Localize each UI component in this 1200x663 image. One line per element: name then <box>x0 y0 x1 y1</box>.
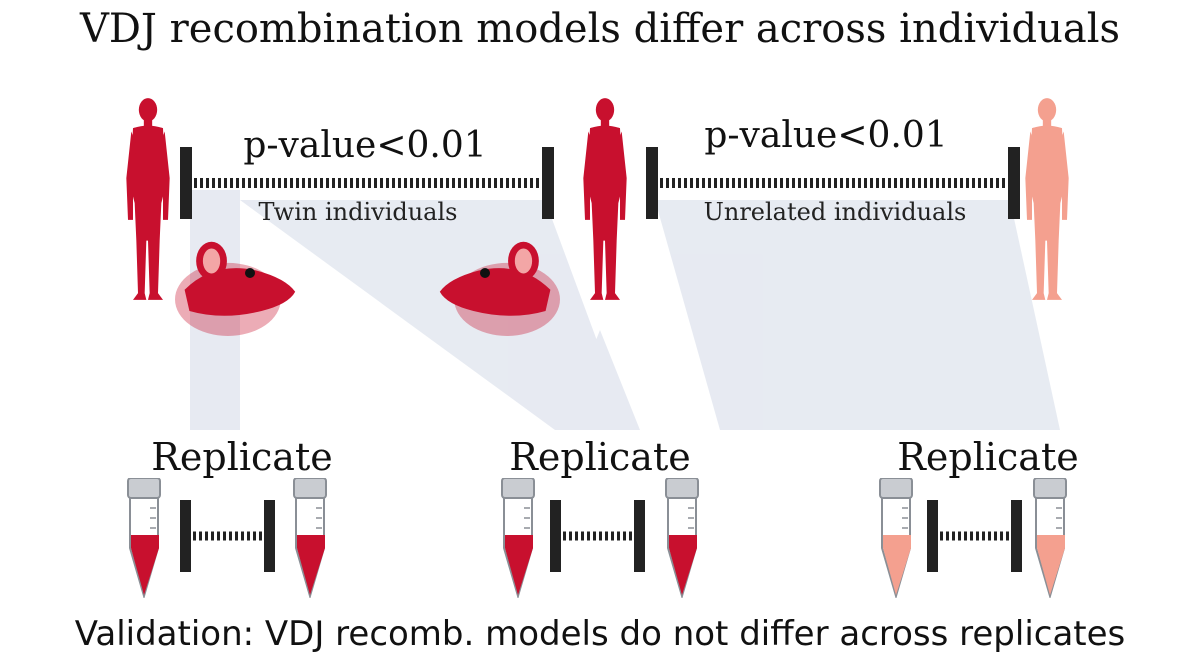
bar-end-left <box>927 500 938 572</box>
p-value-label-twin: p-value<0.01 <box>243 125 486 166</box>
projection-cone-2 <box>240 200 630 430</box>
tube-1b <box>293 478 327 597</box>
bar-end-right <box>1008 147 1020 219</box>
mouse-eye-right <box>480 268 490 278</box>
replicate-group-2 <box>501 478 699 597</box>
mouse-head-right <box>439 241 560 336</box>
validation-footer: Validation: VDJ recomb. models do not di… <box>75 614 1126 654</box>
mouse-eye-left <box>245 268 255 278</box>
comparison-bar-unrelated <box>646 147 1020 219</box>
bar-end-right <box>542 147 554 219</box>
bar-end-left <box>180 147 192 219</box>
group-label-twin: Twin individuals <box>259 198 458 226</box>
replicate-label-2: Replicate <box>509 435 690 479</box>
bar-end-left <box>180 500 191 572</box>
projection-shading <box>190 190 1060 430</box>
replicate-label-1: Replicate <box>151 435 332 479</box>
tube-3b <box>1033 478 1067 597</box>
human-figure-right <box>1025 98 1069 300</box>
bar-end-left <box>646 147 658 219</box>
bar-end-right <box>264 500 275 572</box>
group-label-unrelated: Unrelated individuals <box>704 198 967 226</box>
diagram-title: VDJ recombination models differ across i… <box>79 6 1120 52</box>
bar-end-left <box>550 500 561 572</box>
tube-3a <box>879 478 913 597</box>
bar-end-right <box>1011 500 1022 572</box>
tube-2b <box>665 478 699 597</box>
tube-1a <box>127 478 161 597</box>
replicate-label-3: Replicate <box>897 435 1078 479</box>
projection-cone-3 <box>560 330 640 430</box>
mouse-head-left <box>175 241 296 336</box>
p-value-label-unrelated: p-value<0.01 <box>704 115 947 156</box>
tube-2a <box>501 478 535 597</box>
human-figure-middle <box>583 98 627 300</box>
projection-cone-4 <box>655 200 1060 430</box>
replicate-group-1 <box>127 478 327 597</box>
human-figure-left <box>126 98 170 300</box>
replicate-group-3 <box>879 478 1067 597</box>
comparison-bar-twin <box>180 147 554 219</box>
bar-end-right <box>634 500 645 572</box>
